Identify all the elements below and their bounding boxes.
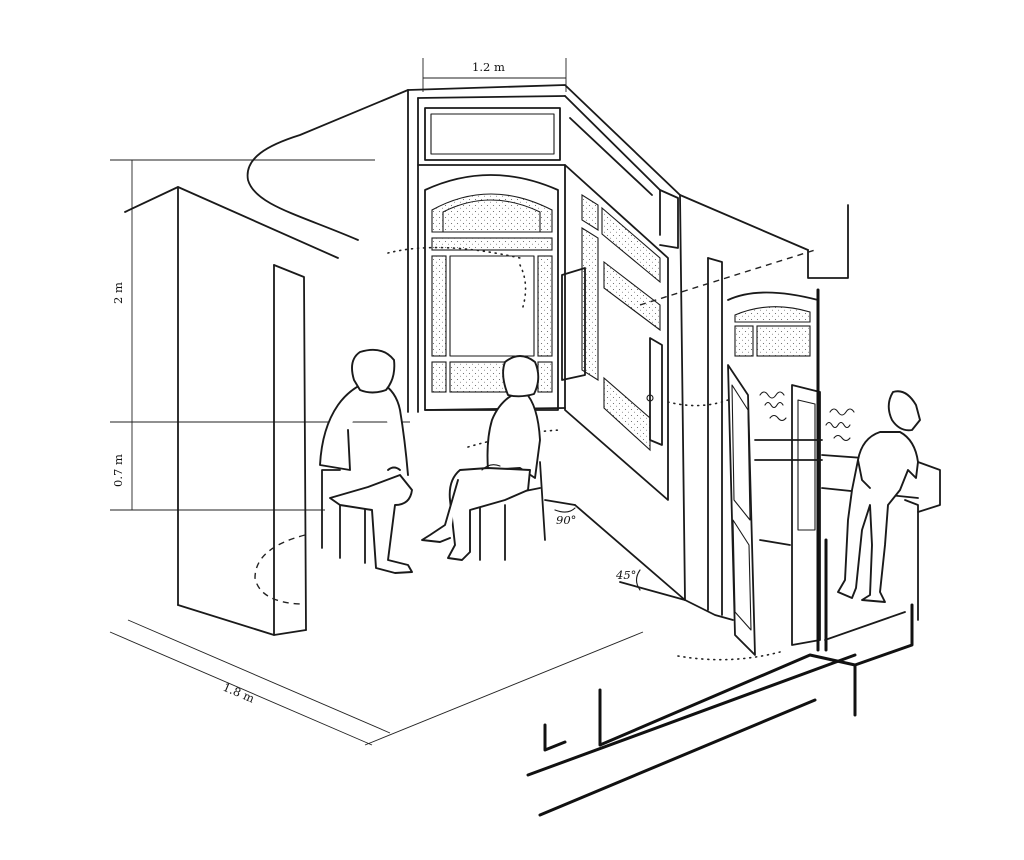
corner-pillar	[679, 194, 734, 621]
side-window	[561, 95, 679, 501]
canopy	[246, 84, 849, 279]
plant-icon	[759, 391, 855, 442]
dimension-lines	[109, 58, 644, 746]
front-door	[727, 288, 828, 656]
street-steps	[526, 603, 914, 817]
standing-person	[837, 390, 921, 603]
door-open-angle-label: 90°	[556, 513, 576, 527]
seated-person-right	[421, 355, 546, 561]
swing-paths	[254, 246, 816, 661]
back-frame	[407, 89, 566, 413]
door-half-angle-label: 45°	[615, 568, 636, 582]
height-label: 2 m	[111, 282, 125, 304]
back-window	[424, 174, 566, 411]
seat-height-label: 0.7 m	[111, 454, 125, 487]
seated-person-left	[319, 348, 413, 574]
width-label: 1.2 m	[472, 60, 505, 74]
depth-label: 1.8 m	[221, 680, 257, 706]
left-wall	[124, 186, 339, 636]
